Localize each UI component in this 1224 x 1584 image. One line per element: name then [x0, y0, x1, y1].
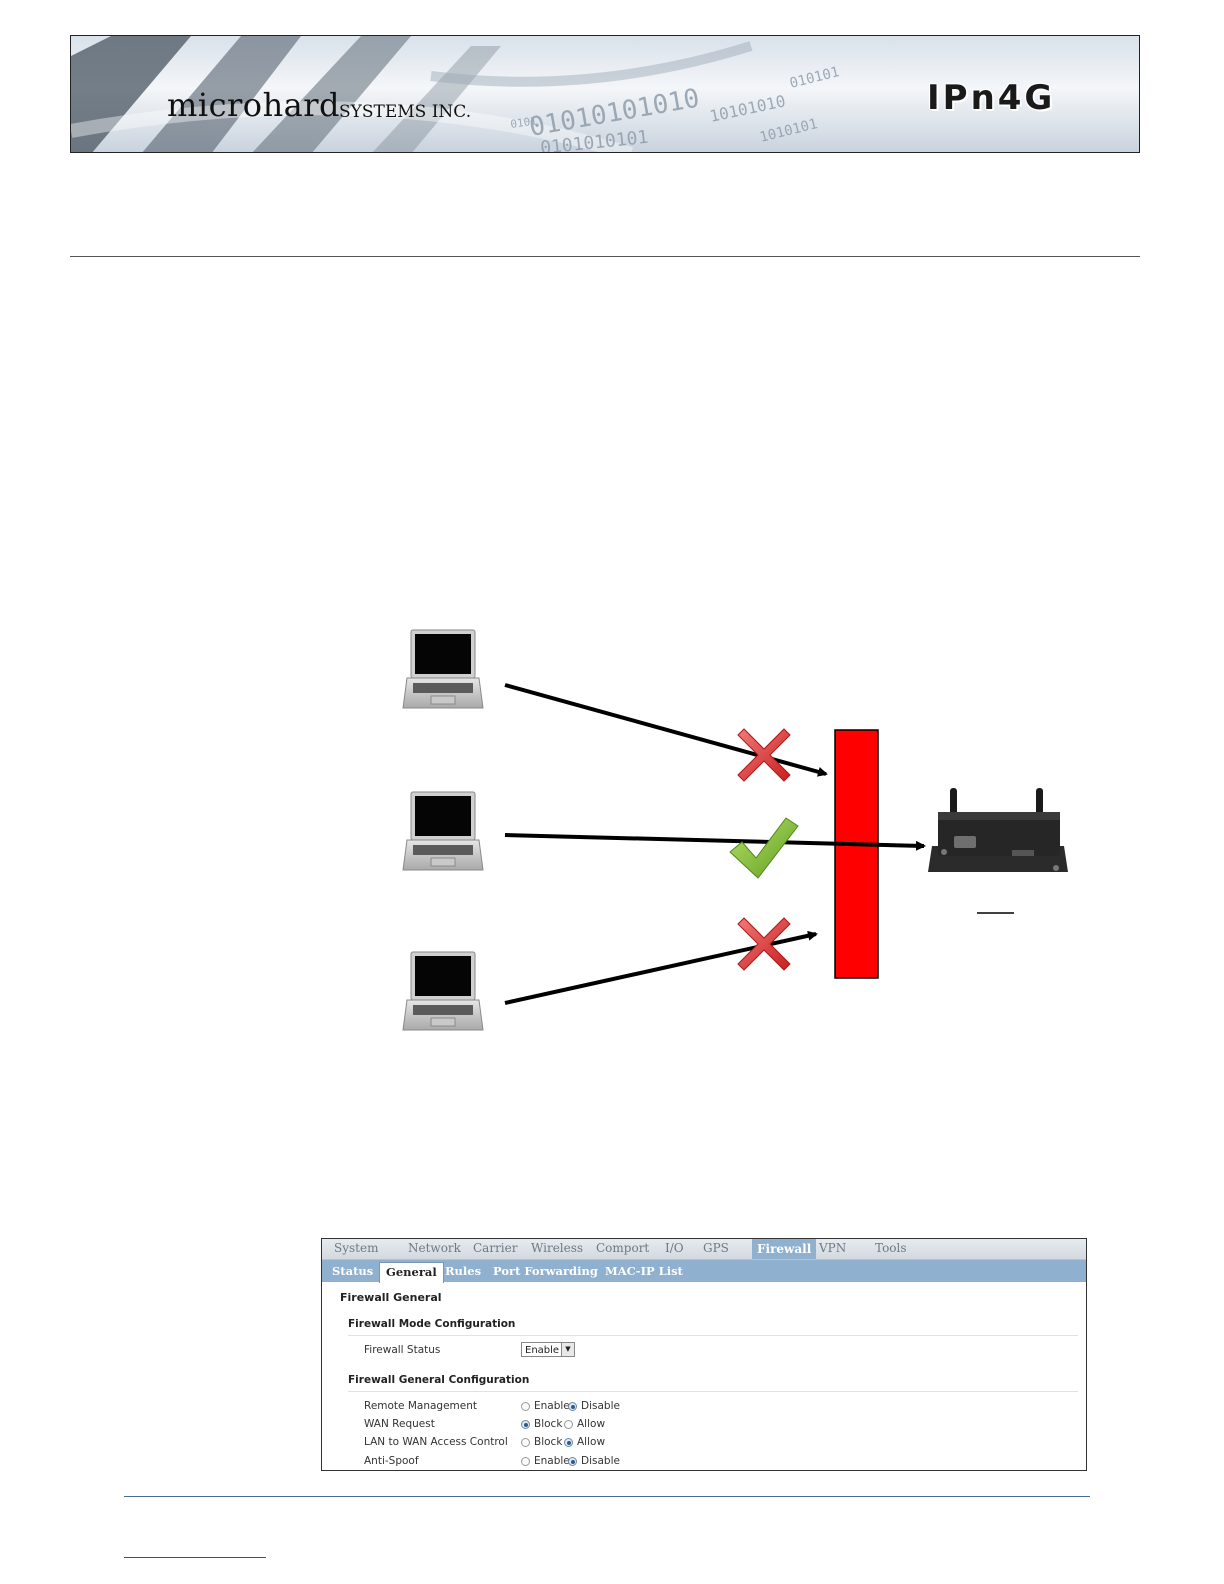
- router-device-icon: [928, 788, 1068, 872]
- firewall-barrier: [835, 730, 878, 978]
- radio-label: Disable: [581, 1400, 620, 1412]
- header-banner: 010101 01010101010 10101010 0101010101 0…: [70, 35, 1140, 153]
- divider: [348, 1391, 1078, 1392]
- nav-tab-io[interactable]: I/O: [665, 1241, 684, 1255]
- firewall-general-screenshot: System Network Carrier Wireless Comport …: [321, 1238, 1087, 1471]
- subtab-general[interactable]: General: [379, 1262, 444, 1283]
- radio-label: Disable: [581, 1455, 620, 1467]
- radio-label: Enable: [534, 1455, 570, 1467]
- anti-spoof-enable-radio[interactable]: [521, 1457, 530, 1466]
- subtab-port-forwarding[interactable]: Port Forwarding: [493, 1264, 598, 1278]
- remote-management-label: Remote Management: [364, 1400, 477, 1412]
- radio-label: Allow: [577, 1418, 605, 1430]
- anti-spoof-label: Anti-Spoof: [364, 1455, 419, 1467]
- binary-row-6: 1010101: [758, 116, 819, 146]
- radio-label: Enable: [534, 1400, 570, 1412]
- anti-spoof-disable-radio[interactable]: [568, 1457, 577, 1466]
- main-nav: System Network Carrier Wireless Comport …: [322, 1239, 1086, 1260]
- chevron-down-icon: ▼: [561, 1343, 574, 1356]
- nav-tab-firewall[interactable]: Firewall: [752, 1239, 816, 1259]
- brand-name: microhard: [167, 86, 340, 124]
- footer-divider: [124, 1496, 1090, 1497]
- mode-group-title: Firewall Mode Configuration: [348, 1318, 515, 1330]
- remote-management-disable-radio[interactable]: [568, 1402, 577, 1411]
- blocked-x-icon-top: [738, 729, 790, 781]
- radio-label: Allow: [577, 1436, 605, 1448]
- blocked-x-icon-bottom: [738, 918, 790, 970]
- binary-row-3: 10101010: [708, 91, 787, 126]
- subtab-rules[interactable]: Rules: [445, 1264, 481, 1278]
- binary-row-1: 010101: [788, 64, 841, 92]
- section-title: Firewall General: [340, 1291, 442, 1304]
- nav-tab-system[interactable]: System: [334, 1241, 378, 1255]
- blocked-arrow-top: [505, 685, 826, 774]
- nav-tab-tools[interactable]: Tools: [875, 1241, 907, 1255]
- brand-suffix: SYSTEMS INC.: [339, 102, 471, 122]
- laptop-icon-top: [403, 630, 483, 708]
- nav-tab-gps[interactable]: GPS: [703, 1241, 729, 1255]
- sub-nav: Status General Rules Port Forwarding MAC…: [322, 1260, 1086, 1282]
- laptop-icon-bottom: [403, 952, 483, 1030]
- wan-request-label: WAN Request: [364, 1418, 435, 1430]
- nav-tab-network[interactable]: Network: [408, 1241, 461, 1255]
- nav-tab-comport[interactable]: Comport: [596, 1241, 649, 1255]
- lan-to-wan-block-radio[interactable]: [521, 1438, 530, 1447]
- firewall-status-select[interactable]: Enable ▼: [521, 1342, 575, 1357]
- lan-to-wan-allow-radio[interactable]: [564, 1438, 573, 1447]
- product-name: IPn4G: [927, 78, 1055, 118]
- laptop-icon-middle: [403, 792, 483, 870]
- remote-management-enable-radio[interactable]: [521, 1402, 530, 1411]
- nav-tab-wireless[interactable]: Wireless: [531, 1241, 583, 1255]
- nav-tab-carrier[interactable]: Carrier: [473, 1241, 517, 1255]
- firewall-status-label: Firewall Status: [364, 1344, 440, 1356]
- divider: [348, 1335, 1078, 1336]
- wan-request-allow-radio[interactable]: [564, 1420, 573, 1429]
- firewall-status-value: Enable: [525, 1345, 559, 1356]
- radio-label: Block: [534, 1436, 562, 1448]
- wan-request-block-radio[interactable]: [521, 1420, 530, 1429]
- header-divider: [70, 256, 1140, 257]
- general-group-title: Firewall General Configuration: [348, 1374, 529, 1386]
- subtab-status[interactable]: Status: [332, 1264, 373, 1278]
- allowed-check-icon: [730, 818, 798, 878]
- radio-label: Block: [534, 1418, 562, 1430]
- subtab-mac-ip-list[interactable]: MAC-IP List: [605, 1264, 683, 1278]
- footer-link-underline[interactable]: [124, 1557, 266, 1558]
- nav-tab-vpn[interactable]: VPN: [819, 1241, 846, 1255]
- lan-to-wan-label: LAN to WAN Access Control: [364, 1436, 508, 1448]
